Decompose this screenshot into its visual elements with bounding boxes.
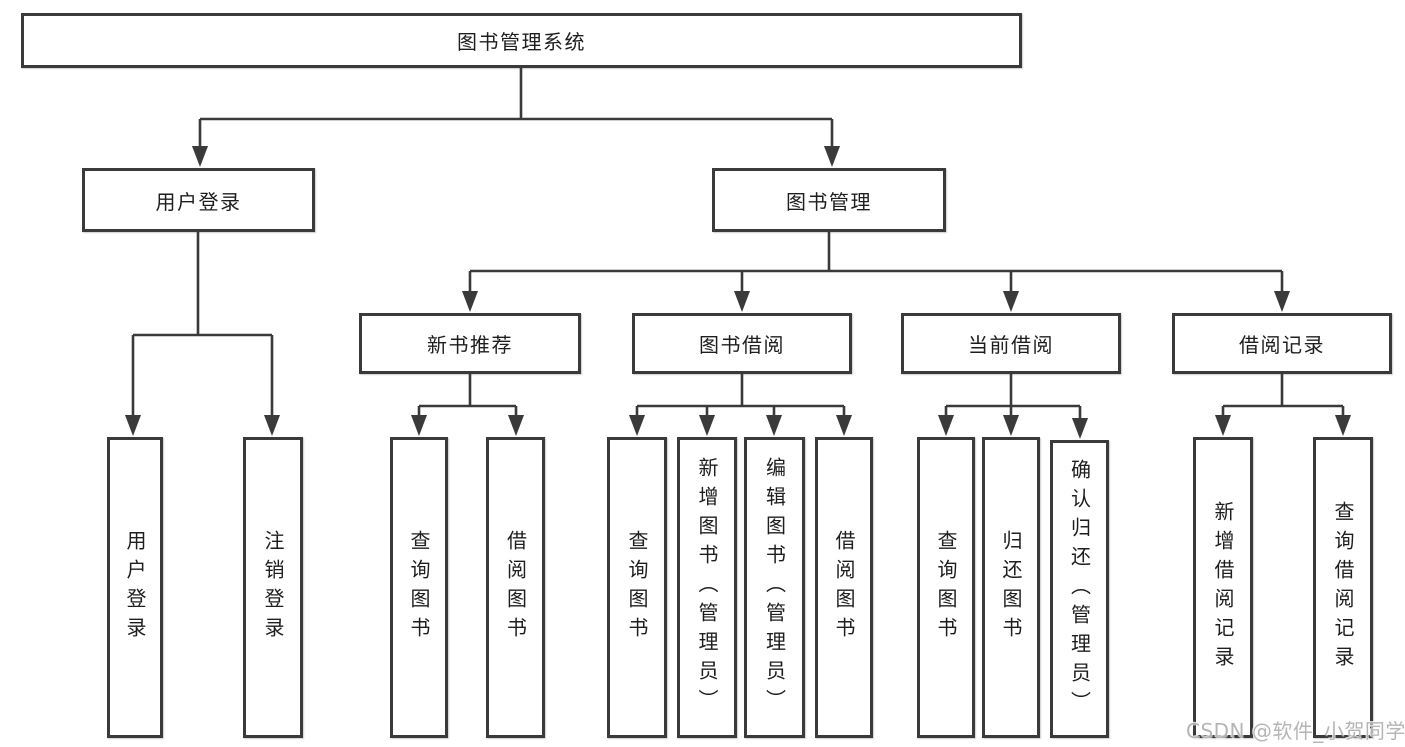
node-borrowing-records-label: 借阅记录 <box>1239 333 1325 357</box>
leaf-edit-books-admin: 编辑图书（管理员） <box>744 437 805 738</box>
node-new-book-recommendation: 新书推荐 <box>359 313 581 374</box>
arrowhead-down-icon <box>1215 415 1231 436</box>
watermark-text: CSDN @软件_小贺同学 <box>1186 719 1405 743</box>
leaf-logout: 注销登录 <box>243 437 303 738</box>
arrowhead-down-icon <box>699 415 715 436</box>
leaf-return-books: 归还图书 <box>982 437 1040 738</box>
connector-root-to-level2 <box>192 68 840 167</box>
arrowhead-down-icon <box>264 415 280 436</box>
leaf-confirm-return-admin: 确认归还（管理员） <box>1050 440 1109 738</box>
arrowhead-down-icon <box>411 415 427 436</box>
node-root-label: 图书管理系统 <box>457 30 586 54</box>
leaf-add-borrow-record-label: 新增借阅记录 <box>1211 500 1235 675</box>
leaf-query-borrow-record-label: 查询借阅记录 <box>1331 500 1355 675</box>
connector-current-borrowing-to-leaves <box>938 374 1088 439</box>
connector-line <box>131 232 274 418</box>
arrowhead-down-icon <box>836 415 852 436</box>
connector-user-login-to-leaves <box>125 232 280 436</box>
leaf-borrow-books-borrowing-label: 借阅图书 <box>832 529 856 646</box>
node-current-borrowing-label: 当前借阅 <box>968 333 1054 357</box>
connector-book-borrowing-to-leaves <box>629 374 852 436</box>
connector-line <box>944 374 1082 420</box>
leaf-add-borrow-record: 新增借阅记录 <box>1193 437 1253 738</box>
leaf-add-books-admin-label: 新增图书（管理员） <box>695 457 719 718</box>
leaf-borrow-books-recommend: 借阅图书 <box>486 437 545 738</box>
connector-borrowing-records-to-leaves <box>1215 374 1351 436</box>
leaf-logout-label: 注销登录 <box>261 529 285 646</box>
arrowhead-down-icon <box>1003 291 1019 312</box>
connector-new-book-to-leaves <box>411 374 524 436</box>
leaf-borrow-books-borrowing: 借阅图书 <box>815 437 873 738</box>
leaf-user-login: 用户登录 <box>107 437 163 738</box>
node-borrowing-records: 借阅记录 <box>1172 313 1392 374</box>
leaf-return-books-label: 归还图书 <box>999 529 1023 646</box>
connector-book-management-to-level3 <box>462 232 1290 312</box>
leaf-query-books-current-label: 查询图书 <box>934 529 958 646</box>
arrowhead-down-icon <box>125 415 141 436</box>
connector-line <box>468 232 1284 294</box>
leaf-user-login-label: 用户登录 <box>123 529 147 646</box>
leaf-borrow-books-recommend-label: 借阅图书 <box>503 529 528 646</box>
arrowhead-down-icon <box>766 415 782 436</box>
arrowhead-down-icon <box>462 291 478 312</box>
arrowhead-down-icon <box>938 415 954 436</box>
arrowhead-down-icon <box>1003 415 1019 436</box>
connector-line <box>635 374 846 418</box>
leaf-confirm-return-admin-label: 确认归还（管理员） <box>1067 458 1092 720</box>
leaf-add-books-admin: 新增图书（管理员） <box>677 437 737 738</box>
connector-line <box>417 374 518 418</box>
arrowhead-down-icon <box>824 146 840 167</box>
node-book-management-label: 图书管理 <box>786 189 872 214</box>
arrowhead-down-icon <box>1274 291 1290 312</box>
arrowhead-down-icon <box>734 291 750 312</box>
arrowhead-down-icon <box>1335 415 1351 436</box>
connector-line <box>198 68 834 150</box>
node-new-book-recommendation-label: 新书推荐 <box>427 333 513 357</box>
leaf-query-books-borrowing-label: 查询图书 <box>625 529 649 646</box>
connector-line <box>1221 374 1345 418</box>
node-current-borrowing: 当前借阅 <box>901 313 1121 374</box>
leaf-query-books-current: 查询图书 <box>917 437 975 738</box>
node-book-management: 图书管理 <box>712 168 946 232</box>
node-book-borrowing-label: 图书借阅 <box>699 333 785 357</box>
node-root: 图书管理系统 <box>21 13 1022 68</box>
leaf-query-borrow-record: 查询借阅记录 <box>1313 437 1373 738</box>
node-user-login: 用户登录 <box>82 168 315 232</box>
arrowhead-down-icon <box>629 415 645 436</box>
arrowhead-down-icon <box>508 415 524 436</box>
arrowhead-down-icon <box>1072 418 1088 439</box>
node-user-login-label: 用户登录 <box>155 189 242 214</box>
leaf-query-books-borrowing: 查询图书 <box>607 437 667 738</box>
leaf-query-books-recommend-label: 查询图书 <box>407 529 431 646</box>
arrowhead-down-icon <box>192 146 208 167</box>
node-book-borrowing: 图书借阅 <box>632 313 852 374</box>
leaf-edit-books-admin-label: 编辑图书（管理员） <box>762 457 787 718</box>
leaf-query-books-recommend: 查询图书 <box>390 437 448 738</box>
